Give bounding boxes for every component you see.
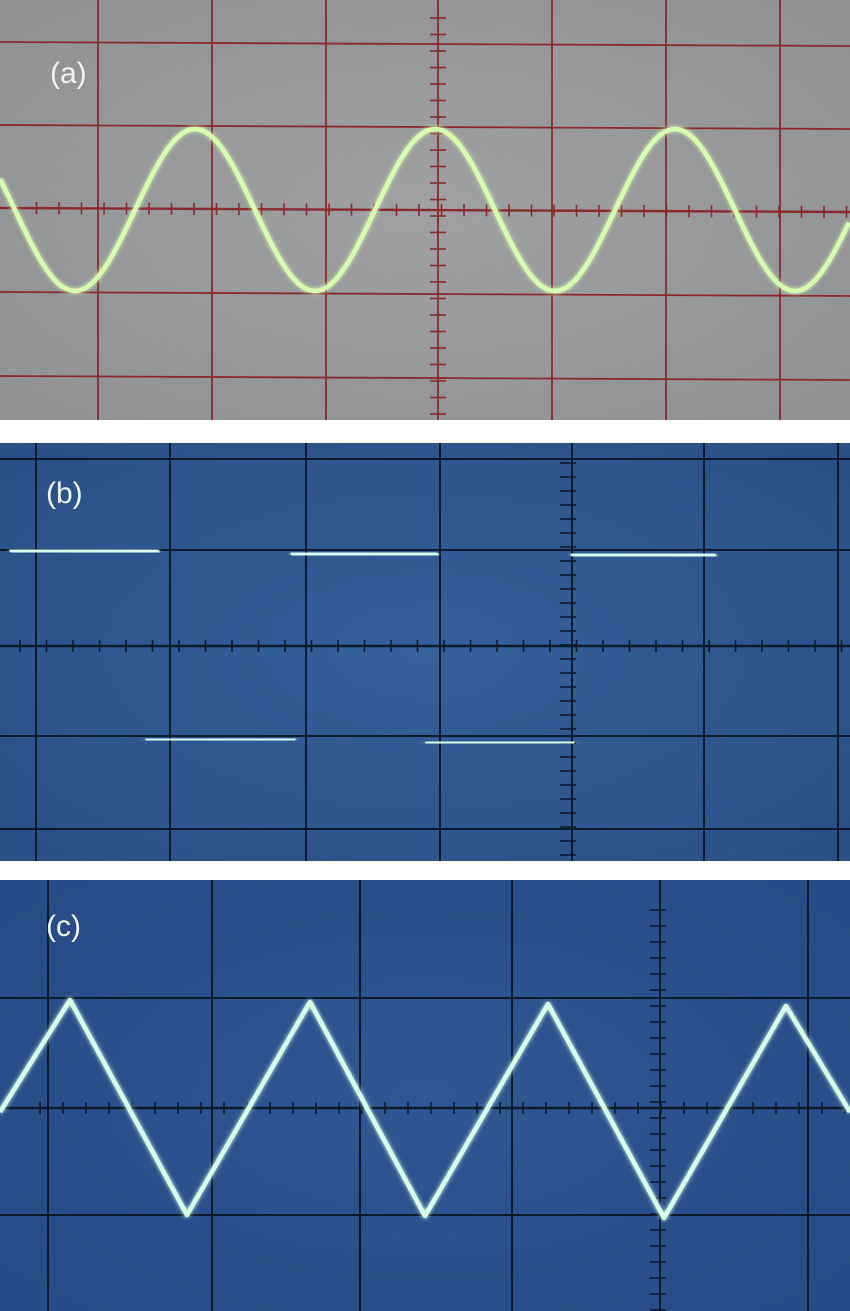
grid-line-horizontal: [0, 124, 850, 130]
waveform-trace: [0, 126, 850, 294]
waveform-segment: [145, 736, 296, 743]
waveform-segment: [290, 550, 439, 558]
panel-label-a: (a): [50, 57, 87, 90]
oscilloscope-screen-c: [0, 880, 850, 1311]
axis-horizontal: [0, 206, 850, 214]
oscilloscope-panel-a: (a): [0, 0, 850, 420]
oscilloscope-screen-b: [0, 443, 850, 861]
waveform-segment: [9, 547, 160, 555]
screen-background: [0, 443, 850, 861]
grid-line-horizontal: [0, 291, 850, 297]
waveform-segment: [425, 739, 575, 746]
waveform-segment: [570, 551, 717, 559]
oscilloscope-panel-b: (b): [0, 443, 850, 861]
oscilloscope-panel-c: (c): [0, 880, 850, 1311]
screen-background: [0, 880, 850, 1311]
oscilloscope-screen-a: [0, 0, 850, 420]
grid-line-horizontal: [0, 375, 850, 381]
waveform-trace: [0, 997, 850, 1221]
panel-label-b: (b): [46, 477, 83, 510]
panel-label-c: (c): [46, 910, 81, 943]
grid-line-horizontal: [0, 41, 850, 47]
